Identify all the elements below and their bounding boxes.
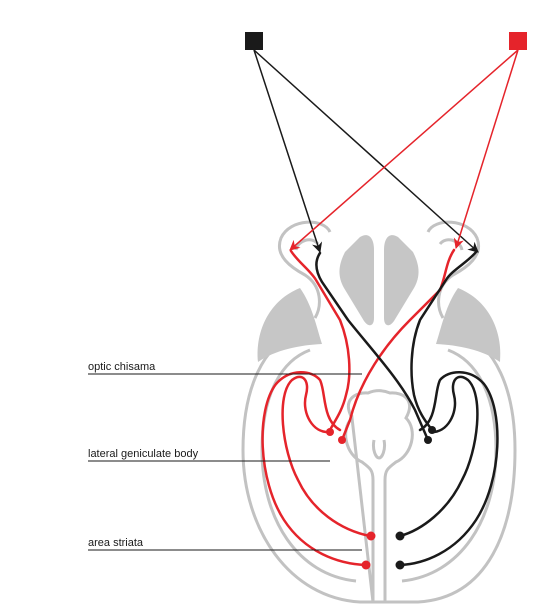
black-light-rays <box>254 50 478 252</box>
label-optic-chiasma: optic chisama <box>88 361 362 374</box>
left-frontal-lobe <box>339 235 374 325</box>
red-lgn-dot-2 <box>338 436 346 444</box>
red-ray-left <box>290 50 518 250</box>
brainstem-center <box>373 440 384 458</box>
red-light-rays <box>290 50 518 250</box>
red-striata-dot-2 <box>362 561 371 570</box>
black-radiation-inner <box>400 377 477 536</box>
right-frontal-lobe <box>384 235 419 325</box>
label-area-striata-text: area striata <box>88 537 144 549</box>
brainstem <box>346 391 413 602</box>
black-striata-dot-1 <box>396 532 405 541</box>
label-lateral-geniculate: lateral geniculate body <box>88 448 330 461</box>
label-optic-chiasma-text: optic chisama <box>88 361 156 373</box>
black-lgn-dot-1 <box>424 436 432 444</box>
red-stimulus-square <box>509 32 527 50</box>
black-stimulus-square <box>245 32 263 50</box>
red-ray-right <box>456 50 518 248</box>
label-lateral-geniculate-text: lateral geniculate body <box>88 448 199 460</box>
red-striata-dot-1 <box>367 532 376 541</box>
black-nuclei <box>396 426 437 570</box>
label-area-striata: area striata <box>88 537 362 550</box>
brain-outline <box>243 222 515 602</box>
red-lgn-dot-1 <box>326 428 334 436</box>
black-striata-dot-2 <box>396 561 405 570</box>
right-temporal-lobe <box>436 288 500 362</box>
brain-inner-contour <box>262 350 496 581</box>
left-temporal-lobe <box>258 288 322 362</box>
black-lgn-dot-2 <box>428 426 436 434</box>
